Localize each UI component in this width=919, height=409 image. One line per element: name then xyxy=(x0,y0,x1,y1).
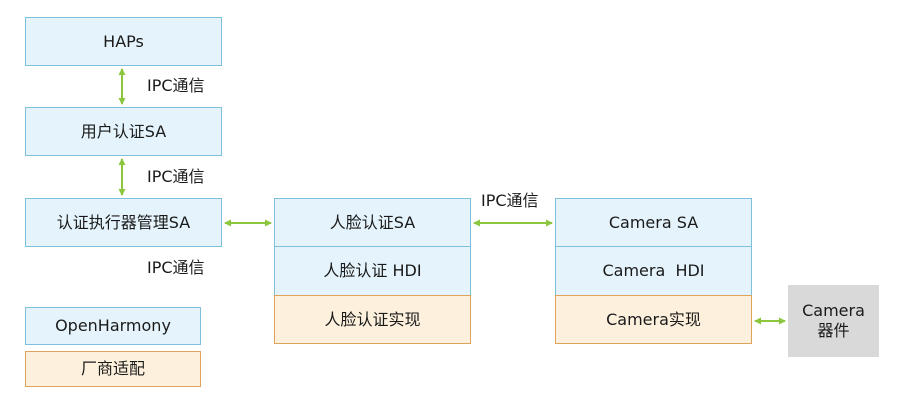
camera-device-label-line2: 器件 xyxy=(817,321,850,340)
camera-hdi-box: Camera HDI xyxy=(555,246,752,296)
face-auth-hdi-label: 人脸认证 HDI xyxy=(323,261,422,280)
camera-impl-box: Camera实现 xyxy=(555,295,752,344)
ipc-label-userauth-executor: IPC通信 xyxy=(147,167,205,186)
camera-device-box: Camera 器件 xyxy=(788,285,879,357)
haps-label: HAPs xyxy=(103,31,144,51)
legend-vendor-box: 厂商适配 xyxy=(25,351,201,387)
ipc-label-executor-face: IPC通信 xyxy=(147,258,205,277)
executor-manager-sa-box: 认证执行器管理SA xyxy=(25,198,222,247)
camera-device-label-line1: Camera xyxy=(802,301,865,320)
ipc-label-haps-userauth: IPC通信 xyxy=(147,76,205,95)
face-auth-impl-box: 人脸认证实现 xyxy=(274,295,471,344)
face-auth-sa-box: 人脸认证SA xyxy=(274,198,471,247)
legend-openharmony-label: OpenHarmony xyxy=(55,316,171,335)
ipc-label-face-camera: IPC通信 xyxy=(481,191,539,210)
user-auth-sa-box: 用户认证SA xyxy=(25,107,222,156)
executor-manager-sa-label: 认证执行器管理SA xyxy=(56,212,191,232)
face-auth-impl-label: 人脸认证实现 xyxy=(324,309,421,329)
legend-vendor-label: 厂商适配 xyxy=(80,359,145,378)
face-auth-sa-label: 人脸认证SA xyxy=(329,212,416,232)
haps-box: HAPs xyxy=(25,17,222,66)
camera-hdi-label: Camera HDI xyxy=(602,261,705,280)
user-auth-sa-label: 用户认证SA xyxy=(80,121,167,141)
legend-openharmony-box: OpenHarmony xyxy=(25,307,201,345)
camera-sa-label: Camera SA xyxy=(608,212,699,232)
camera-impl-label: Camera实现 xyxy=(606,309,701,329)
camera-sa-box: Camera SA xyxy=(555,198,752,247)
face-auth-hdi-box: 人脸认证 HDI xyxy=(274,246,471,296)
